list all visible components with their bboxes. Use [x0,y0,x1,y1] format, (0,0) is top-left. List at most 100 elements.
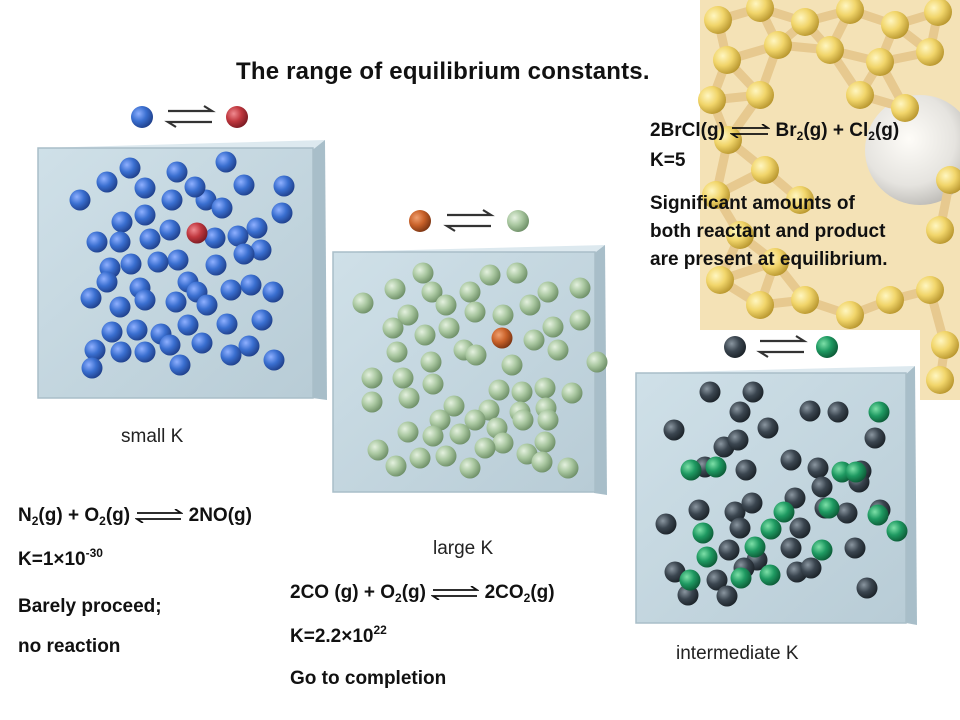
product-particle [561,382,583,404]
small-k-description-2: no reaction [18,636,121,657]
fullerene-atom [836,0,864,24]
reactant-particle [86,231,108,253]
reactant-particle [727,429,749,451]
reactant-particle [844,537,866,559]
product-particle [679,569,701,591]
reactant-particle [96,171,118,193]
product-particle [384,278,406,300]
product-particle [443,395,465,417]
equilibrium-arrows-icon [730,123,771,138]
product-particle [361,367,383,389]
reactant-particle [204,227,226,249]
reactant-particle [169,354,191,376]
fullerene-atom [702,181,730,209]
reactant-particle [109,296,131,318]
reactant-particle [807,457,829,479]
product-particle [506,262,528,284]
product-particle [868,401,890,423]
fullerene-atom [836,301,864,329]
equilibrium-arrows-icon [443,209,495,232]
fullerene-atom [713,46,741,74]
product-particle [464,301,486,323]
intermediate-k-constant: K=5 [650,150,686,171]
product-particle [537,281,559,303]
reactant-particle [724,501,746,523]
reactant-particle [864,427,886,449]
product-particle [492,304,514,326]
reactant-particle [126,319,148,341]
product-particle [438,317,460,339]
product-particle [459,457,481,479]
reactant-particle [491,327,513,349]
product-particle [186,222,208,244]
reactant-particle [688,499,710,521]
product-particle [367,439,389,461]
reactant-particle [251,309,273,331]
product-particle [421,281,443,303]
product-particle [705,456,727,478]
product-particle [531,451,553,473]
fullerene-atom [926,216,954,244]
large-k-legend [409,209,529,232]
product-particle [465,344,487,366]
product-particle [519,294,541,316]
fullerene-atom [916,276,944,304]
reactant-particle [263,349,285,371]
reactant-particle [167,249,189,271]
product-particle [422,373,444,395]
product-particle [557,457,579,479]
fullerene-atom [761,248,789,276]
reactant-particle [663,419,685,441]
product-particle [867,504,889,526]
product-particle [459,281,481,303]
reactant-particle [110,341,132,363]
fullerene-atom [746,0,774,22]
fullerene-atom [931,331,959,359]
reactant-particle [836,502,858,524]
product-particle [449,423,471,445]
reactant-particle [165,291,187,313]
fullerene-atom [866,48,894,76]
product-particle [392,367,414,389]
reactant-particle [220,279,242,301]
reactant-particle [80,287,102,309]
product-particle [429,409,451,431]
product-particle [414,324,436,346]
reactant-particle [216,313,238,335]
fullerene-atom [764,31,792,59]
fullerene-background-image [698,0,960,400]
intermediate-k-box [635,366,917,625]
reactant-particle [134,341,156,363]
product-particle [492,432,514,454]
product-particle [512,409,534,431]
fullerene-atom [876,286,904,314]
reactant-particle [211,197,233,219]
reactant-particle [196,294,218,316]
reactant-particle [220,344,242,366]
product-particle [501,354,523,376]
large-k-label: large K [433,538,494,559]
reactant-particle [184,176,206,198]
reactant-particle [742,381,764,403]
fullerene-atom [746,81,774,109]
fullerene-atom [714,126,742,154]
reactant-particle [215,151,237,173]
reactant-particle [800,557,822,579]
reactant-particle [262,281,284,303]
small-k-legend [131,105,248,128]
reactant-particle [780,537,802,559]
reactant-particle [240,274,262,296]
product-particle-red [226,106,248,128]
product-particle [523,329,545,351]
reactant-particle [139,228,161,250]
reactant-particle [96,271,118,293]
reactant-particle [735,459,757,481]
product-particle [397,421,419,443]
product-particle [488,379,510,401]
product-particle [744,536,766,558]
intermediate-k-note-line-2: both reactant and product [650,221,886,242]
product-particle [818,497,840,519]
product-particle [397,304,419,326]
reactant-particle [811,476,833,498]
